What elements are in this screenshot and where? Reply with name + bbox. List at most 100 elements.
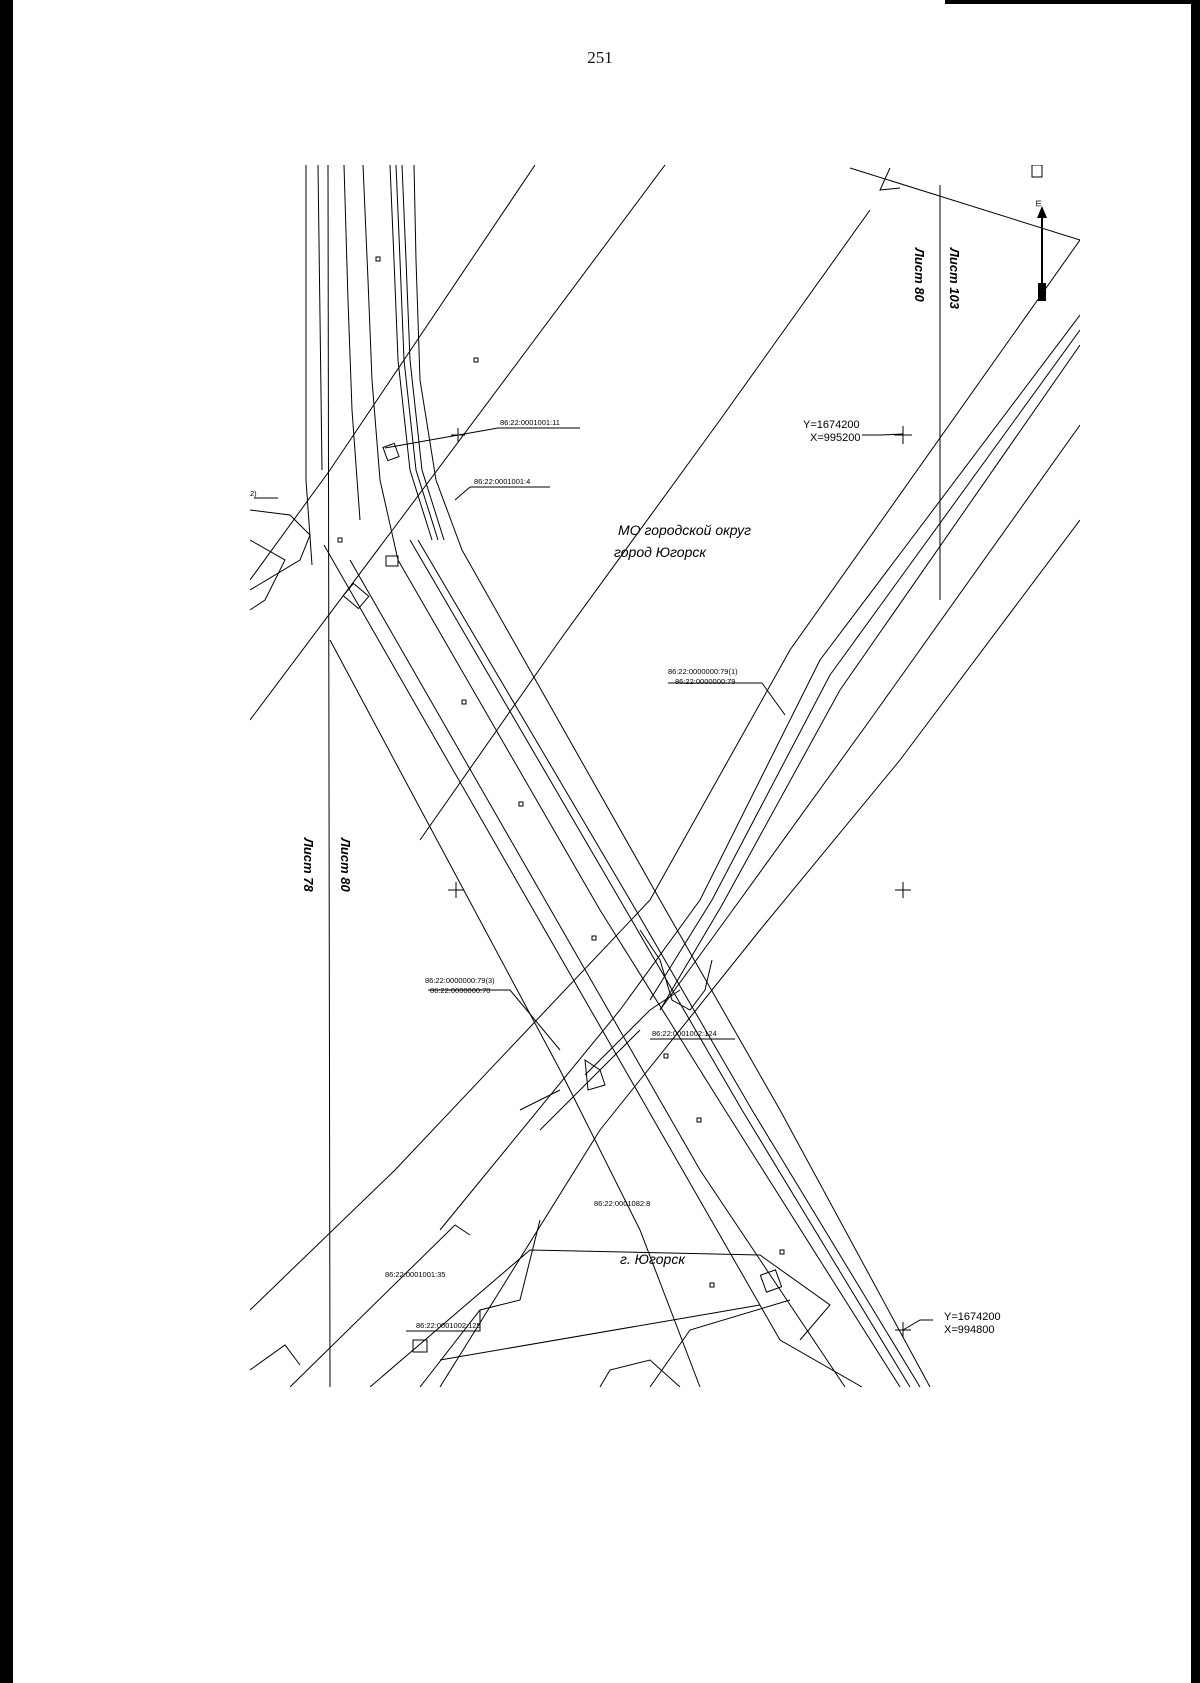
north-arrow-icon: Ш bbox=[1034, 200, 1047, 301]
sheet-boundary-line bbox=[327, 165, 331, 1387]
grid-cross bbox=[894, 426, 912, 444]
marker-square bbox=[696, 1117, 702, 1123]
road-line bbox=[413, 165, 463, 551]
parcel-label: 86:22:0001001:11 bbox=[500, 418, 560, 427]
building bbox=[759, 1269, 783, 1293]
road-line bbox=[395, 165, 439, 541]
parcel-label-edge: 2) bbox=[250, 489, 257, 498]
rail-line bbox=[649, 329, 1080, 1001]
coord-label-top-y: Y=1674200 bbox=[803, 419, 860, 431]
rail-line bbox=[419, 209, 871, 841]
leader-line bbox=[406, 1310, 481, 1332]
area-label-upper-1: МО городской округ bbox=[618, 522, 751, 538]
leader-line bbox=[761, 682, 786, 716]
parcel-label: 86:22:0001001:35 bbox=[385, 1270, 445, 1279]
parcel-label: 86:22:0000000:79(3) bbox=[425, 976, 495, 985]
coord-label-bottom-x: X=994800 bbox=[944, 1324, 994, 1336]
parcel-line bbox=[419, 1219, 541, 1387]
road-line bbox=[317, 165, 323, 471]
marker-square bbox=[375, 256, 381, 262]
sheet-label-right-right: Лист 103 bbox=[947, 247, 962, 310]
grid-cross bbox=[895, 882, 911, 898]
grid-crosses bbox=[448, 426, 912, 1338]
grid-cross bbox=[895, 1322, 911, 1338]
coord-label-bottom-y: Y=1674200 bbox=[944, 1311, 1001, 1323]
crossing-detail bbox=[539, 1029, 641, 1131]
scan-edge-left bbox=[0, 0, 13, 1683]
marker-square bbox=[337, 537, 343, 543]
leader-line bbox=[902, 1319, 933, 1331]
road-line bbox=[417, 539, 921, 1387]
marker-square bbox=[591, 935, 597, 941]
sheet-label-left-outer: Лист 78 bbox=[301, 837, 316, 893]
crossing-detail bbox=[519, 1089, 561, 1111]
grid-cross bbox=[451, 428, 465, 442]
rail-line bbox=[439, 519, 1080, 1387]
parcel-label: 86:22:0001002:124 bbox=[652, 1029, 717, 1038]
marker-square bbox=[779, 1249, 785, 1255]
crossing-detail bbox=[584, 989, 681, 1076]
parcel-label: 86:22:0000000:79 bbox=[675, 677, 735, 686]
road-line bbox=[329, 639, 701, 1387]
road-line bbox=[305, 165, 313, 566]
road-line bbox=[461, 549, 931, 1387]
building bbox=[385, 555, 399, 567]
rail-line bbox=[250, 239, 1080, 1311]
parcel-line bbox=[599, 1359, 681, 1387]
crossing-detail bbox=[584, 1058, 606, 1091]
road-curve bbox=[250, 509, 311, 591]
road-line bbox=[362, 165, 399, 561]
leader-line bbox=[384, 427, 580, 449]
rail-line bbox=[250, 165, 666, 721]
marker-square bbox=[709, 1282, 715, 1288]
parcel-line bbox=[250, 1344, 301, 1371]
north-mark: Ш bbox=[1034, 200, 1043, 207]
leader-line bbox=[862, 433, 904, 436]
parcel-label: 86:22:0001001:4 bbox=[474, 477, 530, 486]
marker-square bbox=[663, 1053, 669, 1059]
leader-line bbox=[454, 486, 550, 501]
road-line bbox=[389, 165, 433, 541]
parcel-label: 86:22:0000000:70 bbox=[430, 986, 490, 995]
parcel-line bbox=[289, 1224, 471, 1387]
scan-edge-right bbox=[1191, 0, 1200, 1683]
coord-label-top-x: X=995200 bbox=[810, 432, 860, 444]
parcel-label: 86:22:0000000:79(1) bbox=[668, 667, 738, 676]
map-linework bbox=[250, 165, 1080, 1387]
boundary-line bbox=[849, 167, 1080, 241]
page-number: 251 bbox=[587, 48, 613, 67]
rail-line bbox=[250, 165, 536, 581]
parcel-line bbox=[649, 1299, 791, 1387]
road-line bbox=[323, 544, 863, 1387]
scan-edge-top bbox=[945, 0, 1191, 4]
building bbox=[382, 442, 400, 462]
rail-line bbox=[659, 344, 1080, 1011]
rail-line bbox=[659, 424, 1080, 1011]
area-label-lower: г. Югорск bbox=[620, 1251, 686, 1267]
parcel-label: 86:22:0001002:125 bbox=[416, 1321, 481, 1330]
marker-square bbox=[518, 801, 524, 807]
marker-square bbox=[461, 699, 467, 705]
building bbox=[412, 1339, 428, 1353]
road-line bbox=[401, 165, 445, 541]
sheet-label-right-left: Лист 80 bbox=[912, 247, 927, 303]
leader-line bbox=[428, 989, 561, 1051]
parcel-label: 86:22:0001082:8 bbox=[594, 1199, 650, 1208]
parcel-line bbox=[439, 1304, 761, 1361]
crossing-detail bbox=[639, 929, 713, 1011]
building bbox=[342, 582, 370, 610]
marker-square bbox=[473, 357, 479, 363]
parcel-line bbox=[369, 1249, 831, 1387]
label-leaders bbox=[254, 427, 933, 1332]
road-line bbox=[349, 559, 846, 1387]
road-line bbox=[343, 165, 361, 521]
sheet-label-left-inner: Лист 80 bbox=[338, 837, 353, 893]
boundary-line bbox=[879, 167, 901, 191]
road-curve bbox=[250, 539, 286, 611]
road-line bbox=[397, 559, 901, 1387]
rail-line bbox=[439, 314, 1080, 1231]
grid-cross bbox=[448, 882, 464, 898]
area-label-upper-2: город Югорск bbox=[614, 544, 707, 560]
building bbox=[1031, 165, 1043, 178]
